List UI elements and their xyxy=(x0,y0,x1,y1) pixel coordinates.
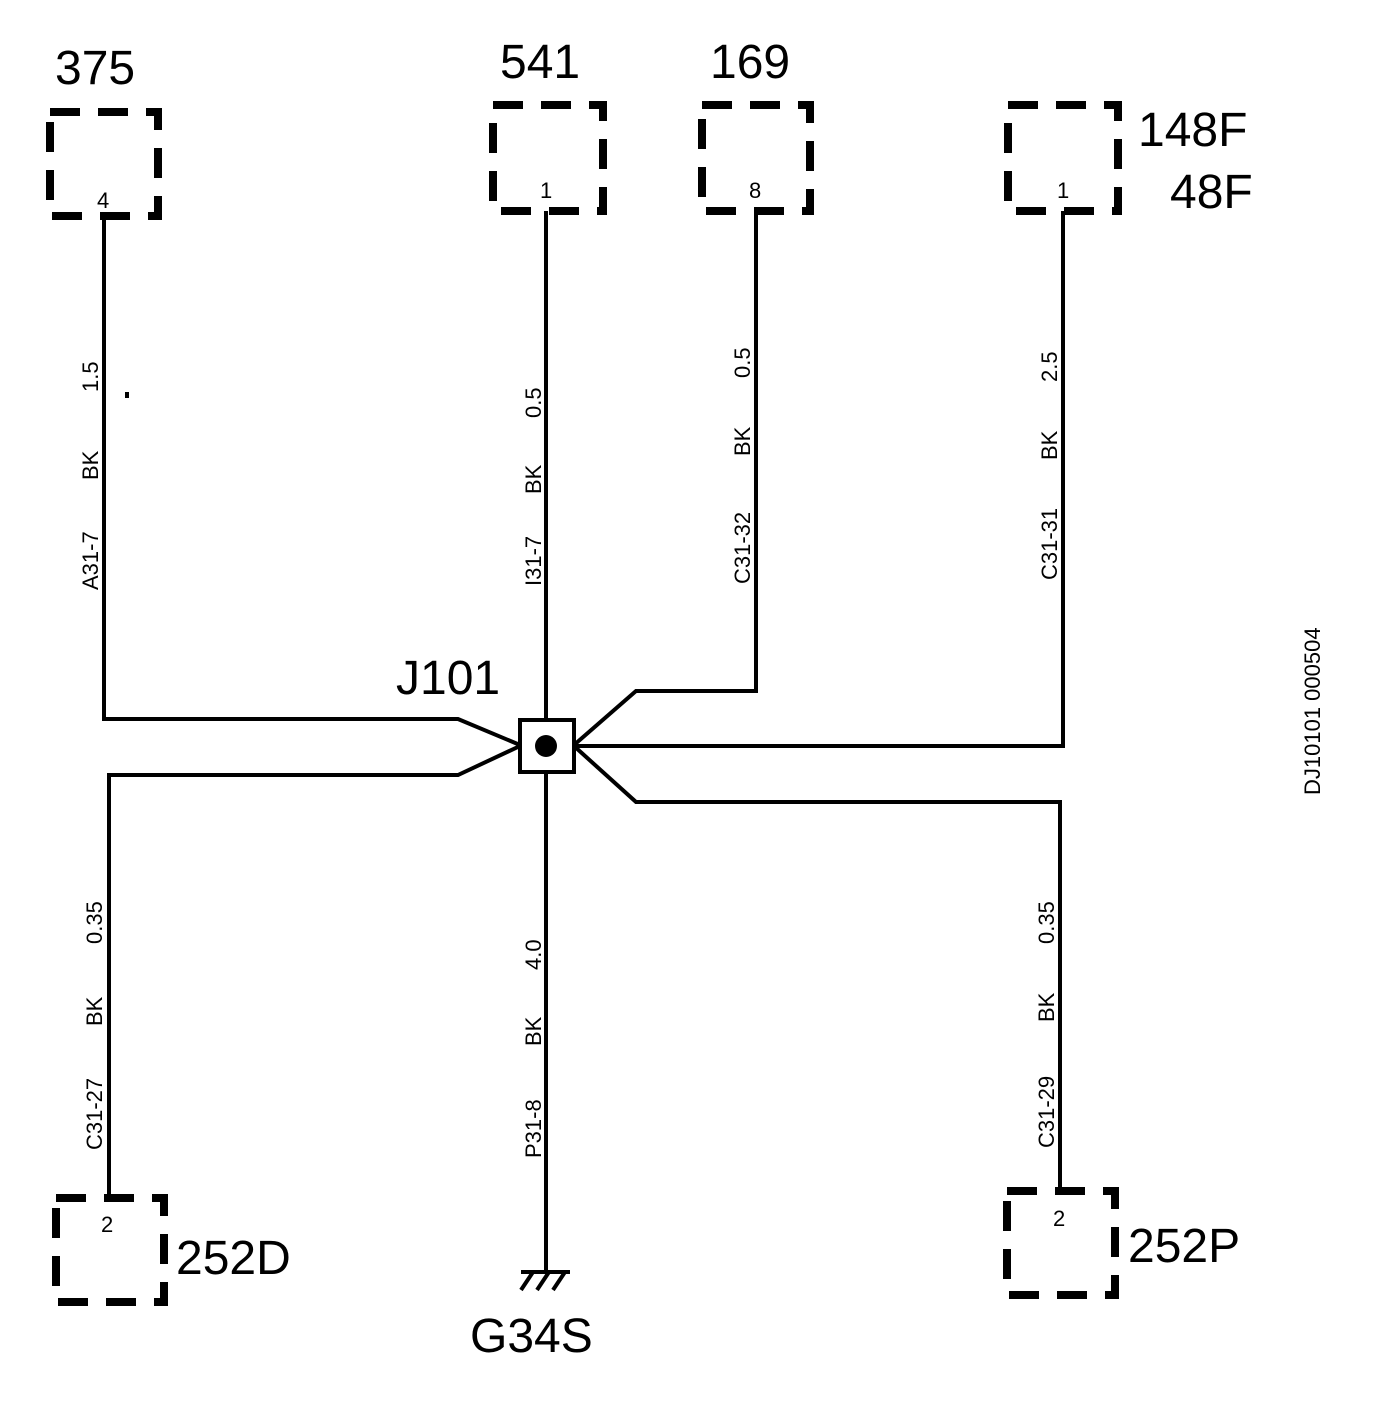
wire-c31-32 xyxy=(572,211,758,747)
wire-a31-7-color: BK xyxy=(78,450,103,480)
connector-252d-pin: 2 xyxy=(101,1212,113,1237)
wire-c31-31-gauge: 2.5 xyxy=(1037,351,1062,382)
ground-tick-2 xyxy=(535,1270,551,1292)
splice-j101-dot xyxy=(535,735,557,757)
wire-i31-7-circuit: I31-7 xyxy=(521,536,546,586)
wire-c31-27-circuit: C31-27 xyxy=(82,1078,107,1150)
connector-252p-label: 252P xyxy=(1128,1220,1240,1273)
connector-148f-pin: 1 xyxy=(1057,178,1069,203)
connector-541-label: 541 xyxy=(500,36,580,89)
wire-p31-8-circuit: P31-8 xyxy=(521,1099,546,1158)
splice-j101-label: J101 xyxy=(396,652,500,705)
wire-i31-7-color: BK xyxy=(521,464,546,494)
wire-c31-32-gauge: 0.5 xyxy=(730,347,755,378)
connector-375-pin: 4 xyxy=(97,188,109,213)
wire-c31-29-circuit: C31-29 xyxy=(1034,1076,1059,1148)
wire-c31-29-gauge: 0.35 xyxy=(1034,901,1059,944)
wire-c31-27-color: BK xyxy=(82,996,107,1026)
ground-tick-3 xyxy=(551,1270,567,1292)
connector-148f-box xyxy=(1004,101,1122,215)
ground-g34s-label: G34S xyxy=(470,1310,593,1363)
connector-48f-label: 48F xyxy=(1170,166,1253,219)
wire-a31-7 xyxy=(102,216,521,747)
connector-375-label: 375 xyxy=(55,42,135,95)
connector-169-pin: 8 xyxy=(749,178,761,203)
connector-252p-pin: 2 xyxy=(1053,1206,1065,1231)
wire-i31-7-gauge: 0.5 xyxy=(521,387,546,418)
wire-p31-8-gauge: 4.0 xyxy=(521,939,546,970)
connector-169-label: 169 xyxy=(710,36,790,89)
wire-a31-7-circuit: A31-7 xyxy=(78,531,103,590)
stray-mark xyxy=(125,392,129,398)
wire-c31-32-circuit: C31-32 xyxy=(730,512,755,584)
wire-c31-31-color: BK xyxy=(1037,430,1062,460)
wire-a31-7-gauge: 1.5 xyxy=(78,361,103,392)
connector-169: 169 8 xyxy=(698,36,814,215)
connector-252p: 252P 2 xyxy=(1003,1187,1240,1299)
connector-375: 375 4 xyxy=(46,42,162,220)
drawing-id: DJ10101 000504 xyxy=(1300,627,1325,795)
connector-541-box xyxy=(489,101,607,215)
wire-c31-29 xyxy=(572,744,1062,1191)
connector-148f: 148F 48F 1 xyxy=(1004,101,1253,219)
connector-252d: 252D 2 xyxy=(52,1194,291,1306)
splice-j101: J101 xyxy=(396,652,576,774)
wire-c31-32-color: BK xyxy=(730,426,755,456)
wire-c31-29-color: BK xyxy=(1034,992,1059,1022)
ground-tick-1 xyxy=(519,1270,535,1292)
ground-g34s: G34S xyxy=(470,1270,593,1363)
connector-541: 541 1 xyxy=(489,36,607,215)
connector-541-pin: 1 xyxy=(540,178,552,203)
wire-c31-27-gauge: 0.35 xyxy=(82,901,107,944)
connector-252d-label: 252D xyxy=(176,1232,291,1285)
wire-c31-31 xyxy=(574,211,1065,748)
wire-p31-8-color: BK xyxy=(521,1016,546,1046)
wire-c31-27 xyxy=(107,744,521,1198)
connector-148f-label: 148F xyxy=(1138,104,1247,157)
wire-c31-31-circuit: C31-31 xyxy=(1037,508,1062,580)
